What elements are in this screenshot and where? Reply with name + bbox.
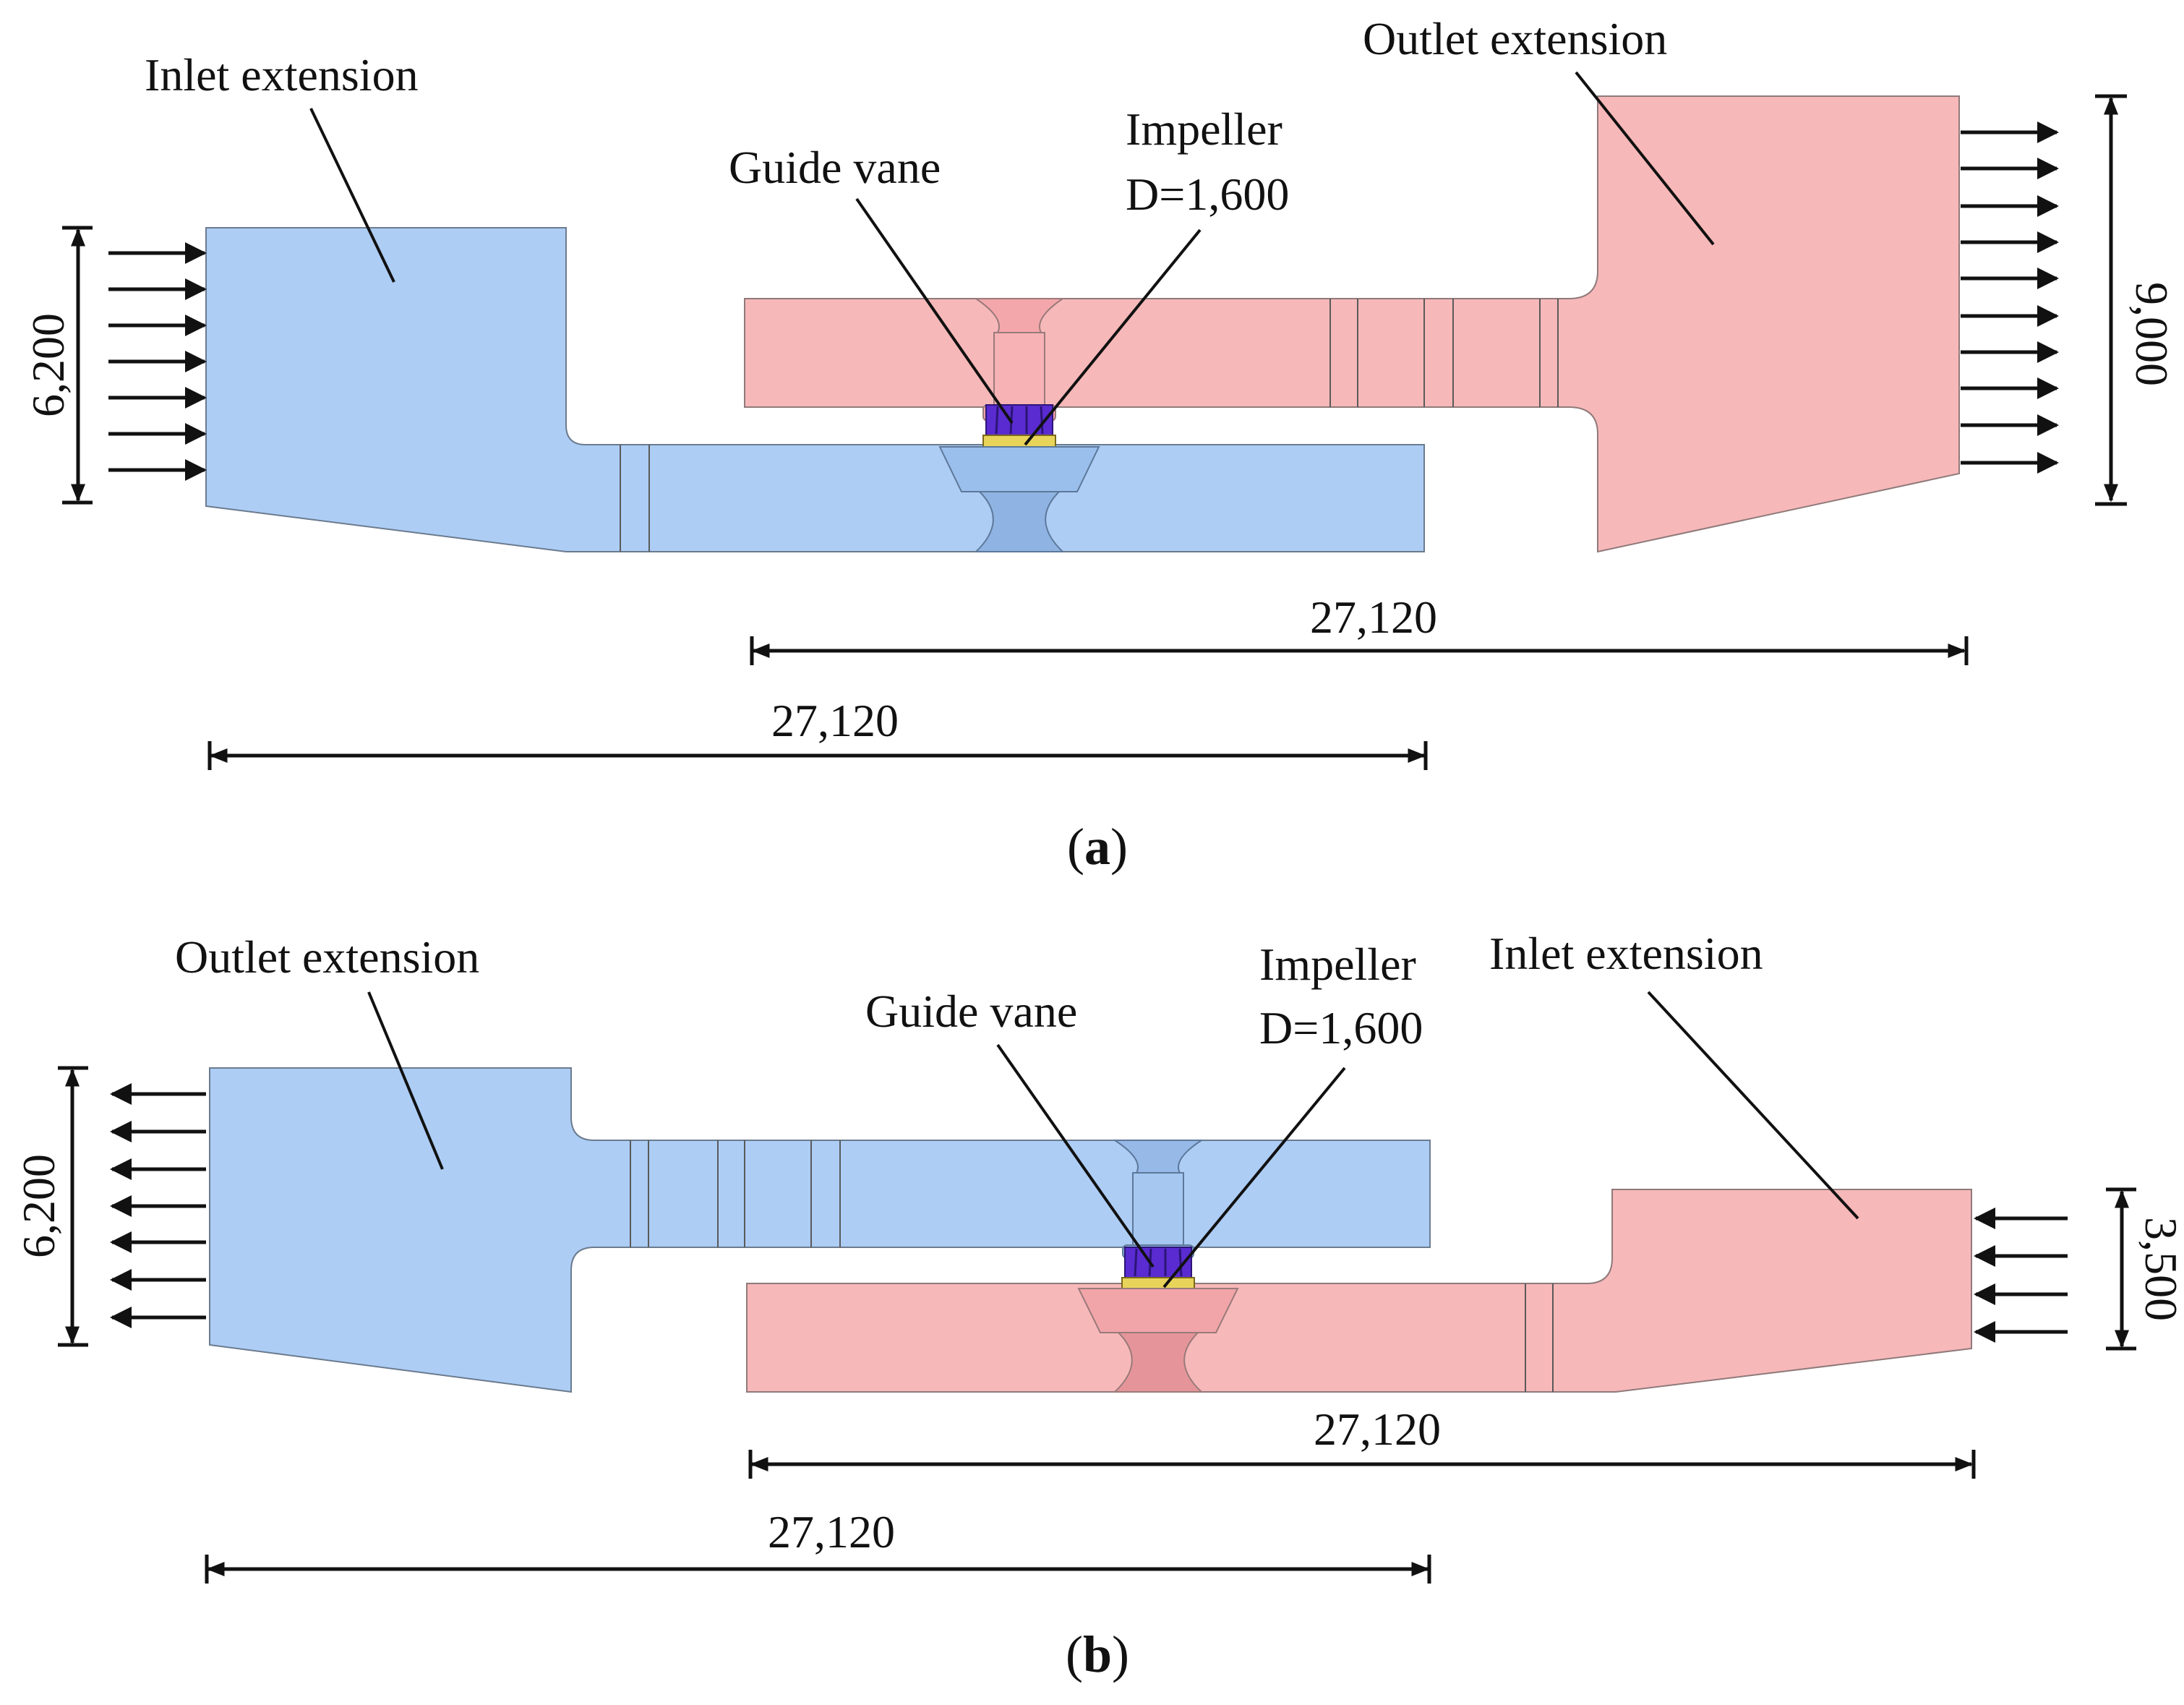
- impeller-leader-b: [1162, 1067, 1346, 1289]
- inflow-arrows-a: [108, 242, 207, 481]
- upper-length-value-a: 27,120: [1310, 591, 1437, 643]
- section-lines-b: [630, 1140, 1554, 1392]
- section-lines-a: [620, 299, 1559, 552]
- impeller-label-b: Impeller: [1259, 939, 1416, 990]
- outlet-extension-label-a: Outlet extension: [1363, 13, 1667, 64]
- outlet-extension-label-b: Outlet extension: [175, 931, 479, 983]
- outlet-height-dimension-a: 9,000: [2095, 94, 2177, 506]
- caption-b: (b): [1066, 1625, 1129, 1683]
- pump-unit-b: [1077, 1140, 1239, 1393]
- inlet-leader-a: [309, 108, 395, 283]
- pump-unit-a: [938, 298, 1100, 552]
- outlet-leader-a: [1575, 71, 1715, 246]
- inlet-leader-b: [1647, 991, 1859, 1220]
- outlet-height-value-b: 6,200: [13, 1154, 64, 1258]
- guide-vane-label-a: Guide vane: [729, 142, 941, 193]
- impeller-diameter-label-b: D=1,600: [1259, 1002, 1423, 1054]
- outflow-arrows-a: [1961, 121, 2059, 474]
- impeller-leader-a: [1024, 228, 1202, 446]
- guide-vane-leader-a: [855, 197, 1014, 424]
- caption-a: (a): [1067, 818, 1128, 876]
- guide-vane-label-b: Guide vane: [865, 986, 1077, 1037]
- guide-vane-ring-a: [982, 435, 1056, 448]
- inlet-extension-body-b: [746, 1189, 1972, 1393]
- panel-a: Inlet extension Outlet extension Guide v…: [22, 13, 2177, 876]
- guide-vane-ring-b: [1121, 1277, 1195, 1289]
- outlet-height-dimension-b: 6,200: [13, 1066, 88, 1347]
- impeller-diameter-label-a: D=1,600: [1126, 168, 1289, 220]
- outlet-extension-body-b: [209, 1067, 1431, 1393]
- inlet-extension-label-a: Inlet extension: [145, 49, 419, 101]
- upper-length-dimension-a: 27,120: [750, 591, 1969, 665]
- inlet-height-value-b: 3,500: [2136, 1217, 2184, 1321]
- guide-vane-leader-b: [996, 1043, 1155, 1268]
- inlet-height-dimension-b: 3,500: [2106, 1187, 2184, 1351]
- upper-length-dimension-b: 27,120: [748, 1403, 1976, 1479]
- lower-length-dimension-b: 27,120: [205, 1506, 1431, 1584]
- impeller-label-a: Impeller: [1126, 103, 1282, 155]
- outlet-leader-b: [367, 991, 444, 1170]
- inlet-height-value-a: 6,200: [22, 313, 74, 417]
- inlet-extension-label-b: Inlet extension: [1489, 928, 1763, 979]
- inlet-extension-body-a: [205, 227, 1425, 552]
- lower-length-value-a: 27,120: [771, 695, 899, 746]
- lower-length-value-b: 27,120: [768, 1506, 895, 1557]
- upper-length-value-b: 27,120: [1314, 1403, 1441, 1455]
- lower-length-dimension-a: 27,120: [207, 695, 1428, 770]
- panel-b: Outlet extension Inlet extension Guide v…: [13, 928, 2184, 1683]
- outflow-arrows-b: [110, 1083, 206, 1328]
- outlet-extension-body-a: [744, 95, 1960, 553]
- inflow-arrows-b: [1974, 1208, 2068, 1343]
- outlet-height-value-a: 9,000: [2126, 282, 2177, 386]
- inlet-height-dimension-a: 6,200: [22, 226, 93, 505]
